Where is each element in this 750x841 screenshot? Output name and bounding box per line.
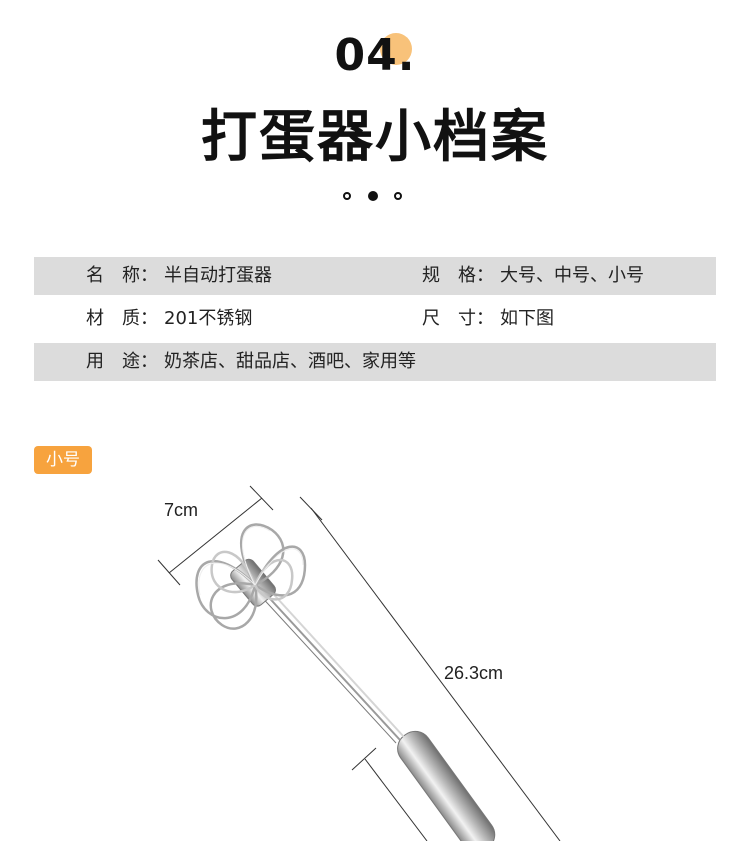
dot-outline-icon bbox=[343, 192, 351, 200]
spec-label: 规 格： bbox=[422, 265, 494, 286]
length-dimension-line bbox=[299, 496, 561, 841]
spec-row-use: 用 途： 奶茶店、甜品店、酒吧、家用等 bbox=[34, 343, 716, 381]
page-title: 打蛋器小档案 bbox=[201, 105, 549, 170]
whisk-wire-head bbox=[195, 523, 307, 630]
size-label: 尺 寸： bbox=[422, 308, 494, 329]
width-dimension-label: 7cm bbox=[164, 500, 199, 520]
material-label: 材 质： bbox=[86, 308, 158, 329]
spec-value: 大号、中号、小号 bbox=[500, 265, 644, 286]
use-label: 用 途： bbox=[86, 351, 158, 372]
section-number-text: 04. bbox=[334, 30, 416, 81]
spec-row-material: 材 质： 201不锈钢 尺 寸： 如下图 bbox=[34, 300, 716, 338]
dot-outline-icon bbox=[394, 192, 402, 200]
size-value: 如下图 bbox=[500, 308, 554, 329]
decorative-dots bbox=[343, 190, 407, 204]
whisk-handle bbox=[397, 730, 496, 841]
size-badge: 小号 bbox=[34, 446, 92, 474]
whisk-wire-highlights bbox=[198, 526, 304, 596]
spec-row-name: 名 称： 半自动打蛋器 规 格： 大号、中号、小号 bbox=[34, 257, 716, 295]
accent-circle bbox=[380, 33, 412, 65]
section-number: 04. bbox=[0, 14, 750, 81]
length-dimension-label: 26.3cm bbox=[444, 663, 504, 683]
material-value: 201不锈钢 bbox=[164, 308, 253, 329]
use-value: 奶茶店、甜品店、酒吧、家用等 bbox=[164, 351, 416, 372]
name-value: 半自动打蛋器 bbox=[164, 265, 272, 286]
whisk-rod bbox=[257, 586, 405, 744]
name-label: 名 称： bbox=[86, 265, 158, 286]
dot-filled-icon bbox=[368, 191, 378, 201]
width-dimension-line bbox=[157, 485, 274, 586]
